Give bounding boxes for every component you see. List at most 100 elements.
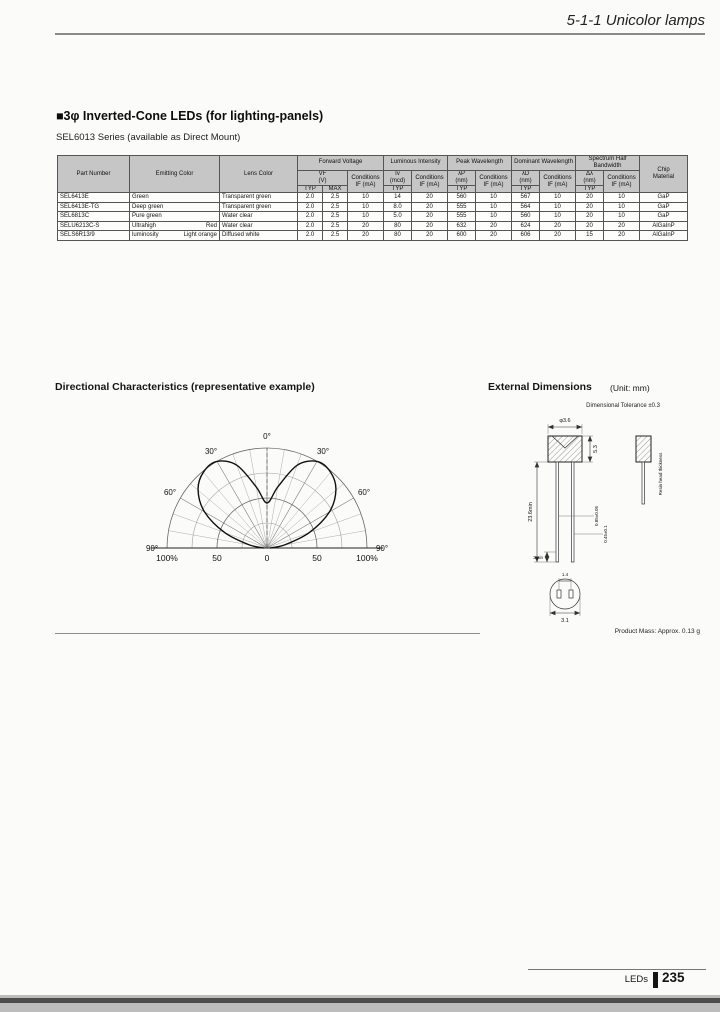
- cell-ld_if: 20: [539, 230, 577, 241]
- cell-lp_if: 20: [475, 230, 513, 241]
- angle-label: 30°: [205, 447, 217, 456]
- dim-pad-pitch: 1.4: [562, 572, 569, 577]
- cell-part: SEL6413E-TG: [57, 201, 130, 213]
- cell-chip: GaP: [639, 211, 689, 222]
- col-ld-conditions: Conditions IF (mA): [539, 169, 577, 194]
- sub-header-row: VF (V) Conditions IF (mA) Iv (mcd) Condi…: [58, 169, 688, 194]
- dim-bottom-dia: 3.1: [561, 618, 569, 624]
- header-rule: [55, 33, 705, 35]
- cell-ld_if: 10: [539, 201, 577, 213]
- cell-lp: 600: [447, 230, 477, 241]
- cell-dl: 20: [575, 192, 605, 203]
- cell-lp: 560: [447, 192, 477, 203]
- cell-vf_typ: 2.0: [297, 230, 323, 241]
- cell-iv_if: 20: [411, 201, 449, 213]
- col-lp-typ: TYP: [447, 184, 477, 194]
- cell-part: SELS6R13/9: [57, 230, 130, 241]
- cell-lp_if: 10: [475, 192, 513, 203]
- cell-ld: 567: [511, 192, 541, 203]
- cell-dl: 20: [575, 220, 605, 232]
- cell-ld: 624: [511, 220, 541, 232]
- cell-lens: Transparent green: [219, 192, 298, 203]
- cell-ld: 560: [511, 211, 541, 222]
- emit-prefix: luminosity: [132, 232, 159, 239]
- radius-axis-label: 50: [312, 553, 322, 563]
- cell-vf_typ: 2.0: [297, 192, 323, 203]
- cell-dl_if: 10: [603, 201, 641, 213]
- col-ld-typ: TYP: [511, 184, 541, 194]
- cell-iv: 80: [383, 220, 413, 232]
- col-luminous-intensity: Luminous Intensity: [383, 155, 449, 171]
- external-dimensions-title: External Dimensions: [488, 381, 592, 393]
- cell-vf_typ: 2.0: [297, 211, 323, 222]
- dim-lead-length: 23.6min: [528, 502, 534, 522]
- cell-vf_if: 10: [346, 211, 385, 222]
- bottom-pad-right: [568, 589, 574, 599]
- cell-lens: Water clear: [219, 211, 298, 222]
- dim-head-dia: φ3.6: [559, 418, 570, 424]
- dim-lead-w1: 0.85±0.05: [594, 506, 599, 526]
- cell-iv: 14: [383, 192, 413, 203]
- col-vf-conditions: Conditions IF (mA): [346, 169, 385, 194]
- cell-vf_max: 2.5: [322, 192, 348, 203]
- cell-ld_if: 10: [539, 211, 577, 222]
- cell-vf_max: 2.5: [322, 230, 348, 241]
- cell-lp_if: 20: [475, 220, 513, 232]
- cell-vf_if: 10: [346, 192, 385, 203]
- external-dimensions-drawing: φ3.6 5.3 23.6min 0.85±0.05 0.45±0.1 3min…: [528, 418, 663, 624]
- led-head-side: [635, 435, 652, 463]
- dim-lead-w2: 0.45±0.1: [603, 525, 608, 543]
- cell-dl_if: 10: [603, 192, 641, 203]
- col-lp-conditions: Conditions IF (mA): [475, 169, 513, 194]
- cell-lp_if: 10: [475, 201, 513, 213]
- footer-rule: [528, 969, 706, 970]
- angle-label: 90°: [376, 544, 388, 553]
- angle-label: 0°: [263, 432, 271, 441]
- cell-ld: 606: [511, 230, 541, 241]
- angle-label: 60°: [358, 488, 370, 497]
- group-header-row: Part Number Emitting Color Lens Color Fo…: [57, 154, 689, 194]
- col-chip-material: Chip Material: [639, 154, 689, 194]
- led-spec-table: Part Number Emitting Color Lens Color Fo…: [57, 154, 689, 241]
- polar-ring: [216, 497, 318, 549]
- cell-lens: Water clear: [219, 220, 298, 232]
- dim-lead-tip: 3min: [533, 555, 543, 560]
- directivity-curve: [197, 460, 337, 549]
- cell-ld_if: 20: [539, 220, 577, 232]
- col-dominant-wavelength: Dominant Wavelength: [511, 155, 577, 171]
- lead-left: [555, 461, 559, 563]
- col-lambda-p: λP (nm): [447, 169, 477, 186]
- col-spectrum-half-bandwidth: Spectrum Half Bandwidth: [575, 155, 641, 171]
- col-dl-conditions: Conditions IF (mA): [603, 169, 641, 194]
- section-divider-rule: [55, 633, 480, 634]
- col-dl-typ: TYP: [575, 184, 605, 194]
- emit-color: Light orange: [183, 232, 217, 239]
- cell-ld_if: 10: [539, 192, 577, 203]
- cell-emit: Deep green: [129, 201, 220, 213]
- cell-iv_if: 20: [411, 211, 449, 222]
- cell-part: SEL6413E: [57, 192, 130, 203]
- cell-dl: 20: [575, 201, 605, 213]
- lead-side: [641, 461, 645, 505]
- angle-label: 90°: [146, 544, 158, 553]
- directional-title: Directional Characteristics (representat…: [55, 381, 315, 393]
- radius-axis-label: 100%: [356, 553, 378, 563]
- col-iv-conditions: Conditions IF (mA): [411, 169, 449, 194]
- lead-right: [571, 461, 575, 563]
- col-forward-voltage: Forward Voltage: [296, 155, 385, 171]
- radius-axis-label: 50: [212, 553, 222, 563]
- cell-vf_max: 2.5: [322, 211, 348, 222]
- col-part-number: Part Number: [57, 154, 130, 194]
- cell-lens: Diffused white: [219, 230, 298, 241]
- bottom-view-outline: [549, 578, 581, 610]
- emit-color: Red: [205, 222, 217, 229]
- cell-emit: Pure green: [129, 211, 220, 222]
- cell-ld: 564: [511, 201, 541, 213]
- cell-vf_typ: 2.0: [297, 201, 323, 213]
- col-emitting-color: Emitting Color: [129, 154, 220, 194]
- cell-part: SEL6813C: [57, 211, 130, 222]
